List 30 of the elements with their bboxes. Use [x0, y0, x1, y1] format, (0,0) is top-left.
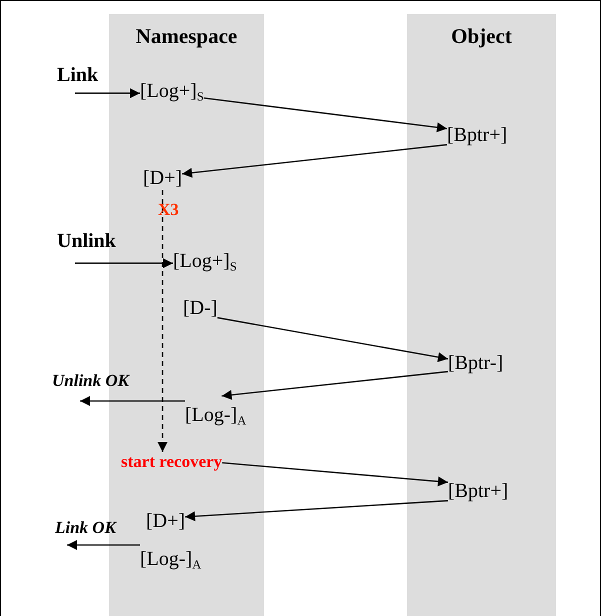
message-text: [Bptr-]: [448, 352, 504, 375]
message-text: [Log-]$_{A}$: [140, 548, 202, 572]
arrow: [222, 370, 448, 400]
lane-heading: Namespace: [134, 24, 238, 49]
message-text: [Bptr+]: [448, 480, 508, 503]
step-text: start recovery: [121, 452, 222, 472]
message-text: [Log+]$_{S}$: [140, 80, 204, 104]
arrow: [75, 258, 173, 268]
arrow: [67, 540, 140, 550]
arrow: [182, 144, 448, 178]
arrow: [80, 396, 185, 406]
message-text: [Bptr+]: [447, 124, 508, 147]
message-text: [D+]: [143, 167, 182, 190]
arrow: [217, 317, 448, 362]
arrow: [222, 462, 448, 486]
event-label: Link OK: [55, 519, 116, 538]
event-label: Unlink OK: [52, 372, 129, 391]
repeat-label: X3: [158, 201, 179, 220]
arrow: [204, 97, 448, 132]
message-text: [D+]: [146, 510, 186, 533]
lane-heading: Object: [450, 24, 513, 49]
dashed-arrow: [158, 190, 168, 452]
arrow: [185, 500, 448, 522]
message-text: [D-]: [183, 297, 218, 320]
message-text: [Log-]$_{A}$: [185, 404, 246, 428]
event-label: Link: [57, 64, 98, 86]
lane-band: [407, 14, 556, 616]
event-label: Unlink: [57, 230, 116, 252]
arrow: [75, 88, 140, 98]
message-text: [Log+]$_{S}$: [173, 250, 237, 274]
